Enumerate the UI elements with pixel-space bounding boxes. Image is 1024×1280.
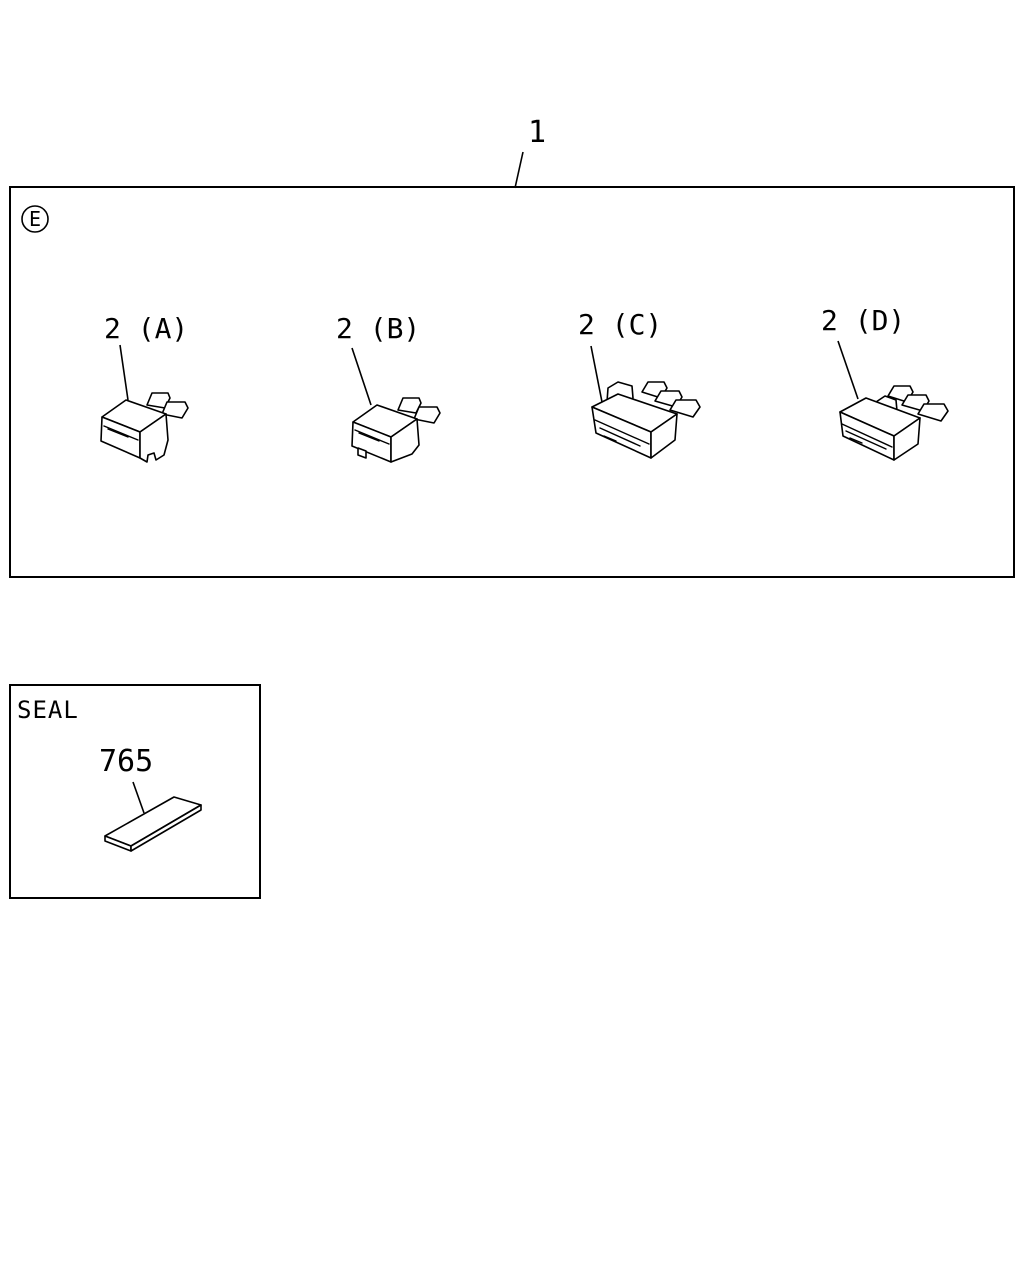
part-2a[interactable]: 2 (A) <box>100 312 189 463</box>
main-assembly-frame <box>9 186 1015 578</box>
seal-box: SEAL 765 <box>9 684 261 899</box>
part-2c[interactable]: 2 (C) <box>578 308 701 459</box>
main-assembly-group: 1 E 2 (A) 2 <box>9 115 1015 578</box>
part-2b-callout[interactable]: 2 (B) <box>336 312 420 345</box>
variant-mark: E <box>21 205 49 233</box>
part-2b[interactable]: 2 (B) <box>336 312 441 463</box>
seal-callout[interactable]: 765 <box>99 744 153 779</box>
part-2d-callout[interactable]: 2 (D) <box>821 304 905 337</box>
variant-mark-circle <box>21 205 49 233</box>
part-2d-leader <box>837 340 859 400</box>
part-2b-leader <box>351 347 372 406</box>
seal-leader <box>132 781 145 814</box>
part-2a-leader <box>119 344 129 401</box>
part-2c-callout[interactable]: 2 (C) <box>578 308 662 341</box>
part-2c-relay-drawing <box>591 381 701 459</box>
part-2a-relay-drawing <box>100 392 189 463</box>
seal-pad-drawing[interactable] <box>104 796 202 852</box>
part-2d-relay-drawing <box>839 385 949 461</box>
assembly-leader-line <box>514 151 524 189</box>
assembly-callout-label[interactable]: 1 <box>528 115 546 150</box>
part-2b-relay-drawing <box>351 397 441 463</box>
seal-box-title: SEAL <box>17 696 79 724</box>
part-2a-callout[interactable]: 2 (A) <box>104 312 188 345</box>
part-2c-leader <box>590 345 603 403</box>
seal-box-frame <box>9 684 261 899</box>
part-2d[interactable]: 2 (D) <box>821 304 949 461</box>
variant-mark-letter: E <box>29 207 41 231</box>
